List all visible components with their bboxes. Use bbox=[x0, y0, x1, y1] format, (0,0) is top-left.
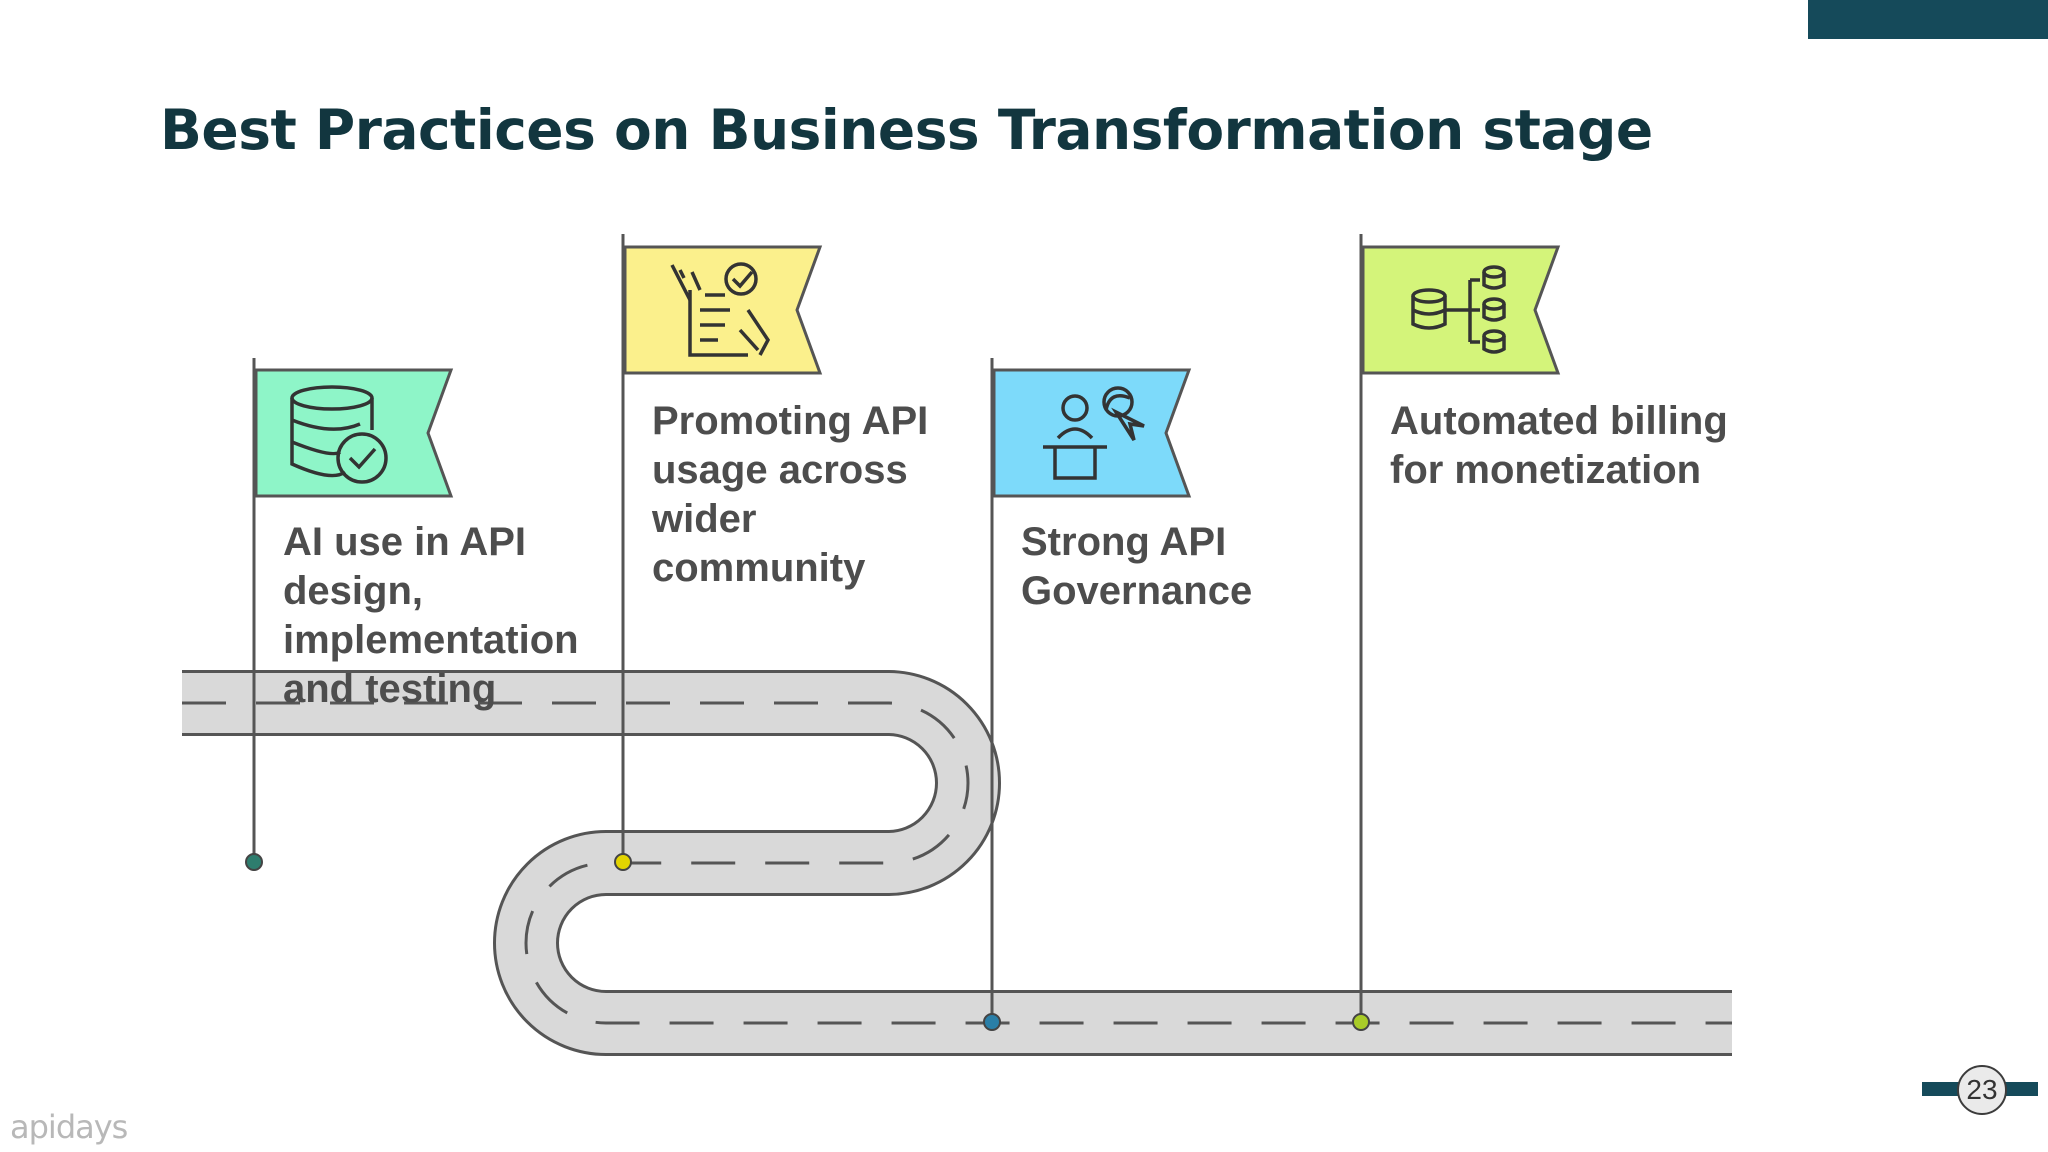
milestone-label-3: Strong API Governance bbox=[1021, 518, 1252, 616]
milestone-dot-4 bbox=[1352, 1013, 1370, 1031]
milestone-3 bbox=[983, 358, 1192, 1031]
slide-title: Best Practices on Business Transformatio… bbox=[160, 98, 1653, 162]
label-line: AI use in API bbox=[283, 520, 527, 564]
page-number: 23 bbox=[1957, 1065, 2007, 1115]
flag-3 bbox=[992, 368, 1192, 498]
label-line: implementation bbox=[283, 618, 579, 662]
flag-1 bbox=[254, 368, 454, 498]
database-network-icon bbox=[1411, 265, 1506, 354]
corner-accent-bar bbox=[1808, 0, 2048, 39]
milestone-label-1: AI use in API design, implementation and… bbox=[283, 518, 579, 714]
database-check-icon bbox=[290, 385, 388, 484]
milestone-label-4: Automated billing for monetization bbox=[1390, 397, 1728, 495]
label-line: Strong API bbox=[1021, 520, 1227, 564]
presenter-icon bbox=[1043, 386, 1145, 480]
milestone-dot-3 bbox=[983, 1013, 1001, 1031]
label-line: Governance bbox=[1021, 569, 1253, 613]
milestone-1 bbox=[245, 358, 454, 871]
label-line: usage across bbox=[652, 448, 908, 492]
label-line: community bbox=[652, 546, 866, 590]
label-line: for monetization bbox=[1390, 448, 1702, 492]
label-line: wider bbox=[652, 497, 757, 541]
document-sign-icon bbox=[670, 262, 771, 357]
milestone-2 bbox=[614, 234, 823, 871]
label-line: and testing bbox=[283, 667, 497, 711]
milestone-4 bbox=[1352, 234, 1561, 1031]
label-line: design, bbox=[283, 569, 424, 613]
winding-road bbox=[179, 670, 1732, 1056]
milestone-label-2: Promoting API usage across wider communi… bbox=[652, 397, 928, 593]
label-line: Automated billing bbox=[1390, 399, 1728, 443]
milestone-dot-1 bbox=[245, 853, 263, 871]
label-line: Promoting API bbox=[652, 399, 929, 443]
milestone-dot-2 bbox=[614, 853, 632, 871]
apidays-logo: apidays bbox=[10, 1108, 128, 1146]
